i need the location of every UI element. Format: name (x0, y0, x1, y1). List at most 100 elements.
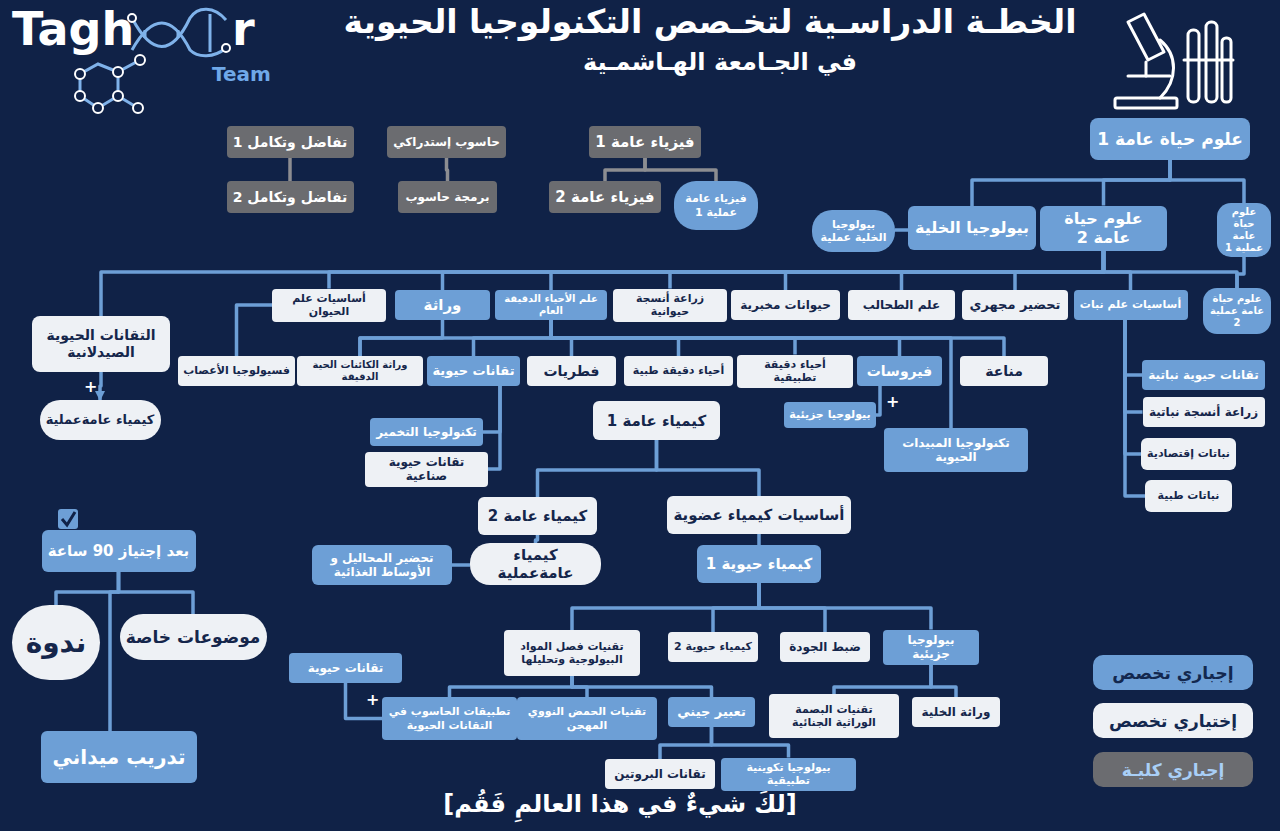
atom (135, 55, 145, 65)
course-name: تعبير جيني (677, 704, 746, 720)
prerequisite-connector (346, 683, 383, 719)
prerequisite-connector (572, 583, 759, 630)
prerequisite-connector (452, 563, 470, 567)
prerequisite-connector (488, 386, 500, 469)
course-name: أحياء دقيقة طبية (633, 364, 725, 377)
course-name: علم الطحالب (863, 298, 940, 312)
prerequisite-connector (572, 676, 712, 697)
prerequisite-connector (536, 535, 538, 543)
prerequisite-connector (1125, 320, 1141, 454)
logo-text: r (232, 2, 255, 57)
helix-rung (209, 14, 212, 52)
required-course-box: أساسيات علم نبات (1074, 290, 1188, 320)
prerequisite-connector (657, 440, 760, 496)
prerequisite-connector (834, 665, 931, 695)
required-course-box: علوم حياة عامة 2 (1040, 206, 1167, 251)
test-tube (1222, 38, 1231, 102)
course-name: كيمياء عامة 1 (607, 412, 706, 430)
course-name: تفاضل وتكامل 1 (233, 134, 348, 151)
prerequisite-connector (447, 158, 448, 181)
required-course-box: بعد إجتياز 90 ساعة (42, 530, 196, 572)
elective-course-box: تحضير مجهري (962, 290, 1068, 320)
elective-course-box: نباتات طبية (1145, 480, 1232, 512)
elective-course-box: كيمياء عامةعملية (40, 400, 161, 440)
required-course-box: بيولوجيا الخلية (908, 206, 1036, 250)
course-name: علوم حياة عامة عملية 1 (1222, 206, 1266, 254)
required-course-box: علم الأحياء الدقيقة العام (495, 290, 607, 320)
course-name: تقانات حيوية صناعية (370, 455, 483, 484)
required-course-box: بيولوجيا جزيئية (883, 630, 979, 665)
elective-course-box: التقانات الحيوية الصيدلانية (32, 316, 170, 372)
required-course-box: تقانات حيوية (289, 653, 402, 683)
required-course-box: تقانات حيوية (427, 356, 520, 386)
logo-helix (132, 9, 226, 56)
course-name: التقانات الحيوية الصيدلانية (37, 327, 165, 361)
course-name: بيولوجيا جزيئية (789, 408, 870, 421)
legend-swatch: إجباري تخصص (1093, 655, 1253, 690)
elective-course-box: أحياء دقيقة تطبيقية (737, 355, 853, 388)
course-name: أساسيات كيمياء عضوية (673, 506, 844, 524)
prerequisite-connector (288, 158, 292, 181)
elective-course-box: تقانات البروتين (605, 759, 715, 789)
elective-course-box: ندوة (12, 605, 100, 680)
logo-molecule (80, 60, 140, 108)
prerequisite-connector (1170, 160, 1244, 203)
elective-course-box: فطريات (527, 356, 616, 386)
course-name: تقانات حيوية (432, 363, 514, 379)
course-name: تقانات حيوية نباتية (1148, 368, 1259, 382)
plus-sign: + (886, 392, 899, 411)
helix-rung (144, 30, 147, 38)
course-name: أحياء دقيقة تطبيقية (742, 358, 848, 384)
test-tube (1188, 30, 1199, 102)
required-course-box: تكنولوجيا التخمير (370, 418, 483, 446)
required-course-box: تقنيات الحمض النووي المهجن (517, 697, 657, 740)
subtitle: في الجـامعة الهـاشمـية (520, 48, 920, 77)
prerequisite-connector (110, 572, 119, 731)
elective-course-box: زراعة أنسجة نباتية (1143, 397, 1265, 427)
course-name: أساسيات علم نبات (1080, 298, 1181, 311)
course-name: وراثة الخلية (922, 705, 991, 719)
prerequisite-connector (972, 160, 1170, 206)
elective-course-box: أساسيات كيمياء عضوية (667, 496, 851, 534)
microscope-base (1115, 98, 1177, 108)
faculty-course-box: برمجة حاسوب (398, 181, 497, 213)
course-name: وراثة (424, 296, 462, 314)
prerequisite-connector (670, 251, 1104, 289)
course-name: بيولوجيا جزيئية (888, 633, 974, 662)
course-name: نباتات إقتصادية (1147, 447, 1230, 460)
required-course-box: تقانات حيوية نباتية (1142, 360, 1265, 390)
diagram-title: الخطـة الدراسـية لتخـصص التكنولوجيا الحي… (290, 2, 1130, 42)
prerequisite-connector (119, 572, 194, 614)
legend-text: إجباري تخصص (1112, 663, 1233, 683)
prerequisite-connector (759, 583, 825, 632)
course-name: تقانات البروتين (614, 767, 706, 781)
course-name: حاسوب إستدراكي (393, 135, 500, 149)
faculty-course-box: فيزياء عامة 1 (589, 126, 701, 158)
atom (113, 67, 123, 77)
prerequisite-connector (895, 228, 908, 232)
course-name: ضبط الجودة (789, 640, 861, 654)
prerequisite-connector (757, 534, 761, 545)
elective-course-box: كيمياء عامة 2 (478, 497, 597, 535)
course-name: موضوعات خاصة (126, 627, 261, 647)
prerequisite-connector (786, 251, 1104, 291)
required-course-box: كيمياء حيوية 1 (697, 545, 821, 583)
logo-team-text: Team (212, 62, 271, 86)
prerequisite-connector (538, 440, 657, 497)
elective-course-box: مناعة (960, 356, 1048, 386)
elective-course-box: وراثة الكائنات الحية الدقيقة (297, 356, 423, 386)
atom (133, 103, 143, 113)
test-tube (1206, 22, 1217, 102)
elective-course-box: نباتات إقتصادية (1141, 438, 1236, 470)
course-name: وراثة الكائنات الحية الدقيقة (302, 359, 418, 383)
elective-course-box: كيمياء حيوية 2 (668, 632, 758, 662)
atom (75, 69, 85, 79)
elective-course-box: تقنيات البصمة الوراثية الجنائية (769, 694, 899, 738)
prerequisite-connector (605, 158, 645, 181)
required-course-box: بيولوجيا الخلية عملية (812, 210, 895, 252)
required-course-box: فيزياء عامة عملية 1 (674, 181, 758, 230)
prerequisite-connector (329, 251, 1104, 289)
faculty-course-box: تفاضل وتكامل 1 (227, 126, 354, 158)
course-name: تحضير المحاليل و الأوساط الغذائية (317, 551, 447, 580)
